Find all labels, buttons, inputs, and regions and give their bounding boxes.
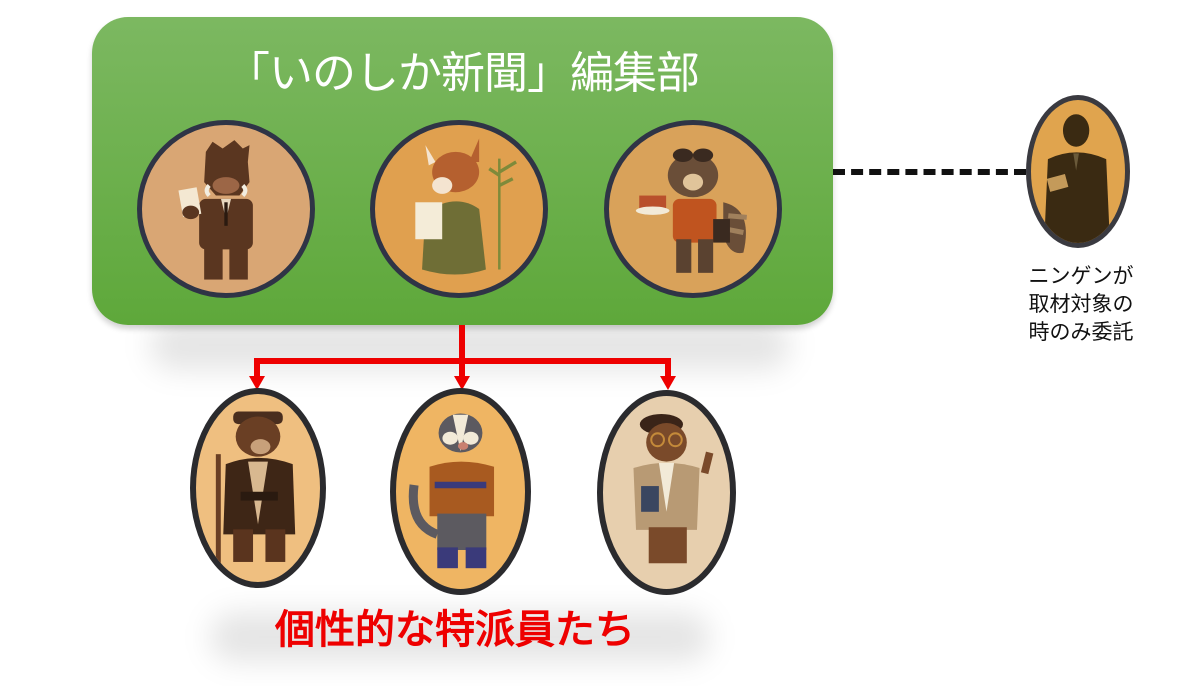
deer-icon: [415, 138, 517, 275]
external-note-line: ニンゲンが: [1028, 264, 1134, 288]
connector-right-drop: [665, 358, 671, 378]
badger-icon: [408, 413, 495, 569]
external-note-line: 取材対象の: [1028, 292, 1134, 316]
connector-left-drop: [254, 358, 260, 378]
dashed-connector: [833, 169, 1026, 175]
caption-shadow: [210, 612, 710, 662]
bear-correspondent-portrait: [190, 388, 326, 588]
boar-icon: [178, 140, 253, 280]
raccoon-reporter-portrait: [604, 120, 782, 298]
deer-writer-portrait: [370, 120, 548, 298]
arrow-down-icon: [660, 376, 676, 390]
connector-bar: [254, 358, 671, 364]
badger-correspondent-portrait: [390, 388, 531, 595]
arrow-down-icon: [454, 376, 470, 390]
connector-trunk: [459, 325, 465, 378]
editorial-department-title: 「いのしか新聞」編集部: [226, 48, 700, 99]
human-silhouette-icon: [1044, 114, 1110, 243]
external-note: ニンゲンが 取材対象の 時のみ委託: [1006, 262, 1156, 346]
boar-reporter-portrait: [137, 120, 315, 298]
bear-icon: [215, 411, 296, 575]
human-contractor-portrait: [1026, 95, 1130, 248]
raccoon-icon: [635, 148, 747, 273]
otter-icon: [633, 414, 714, 564]
external-note-line: 時のみ委託: [1028, 320, 1134, 344]
arrow-down-icon: [249, 376, 265, 390]
correspondents-caption: 個性的な特派員たち: [275, 607, 635, 653]
otter-correspondent-portrait: [597, 390, 736, 595]
